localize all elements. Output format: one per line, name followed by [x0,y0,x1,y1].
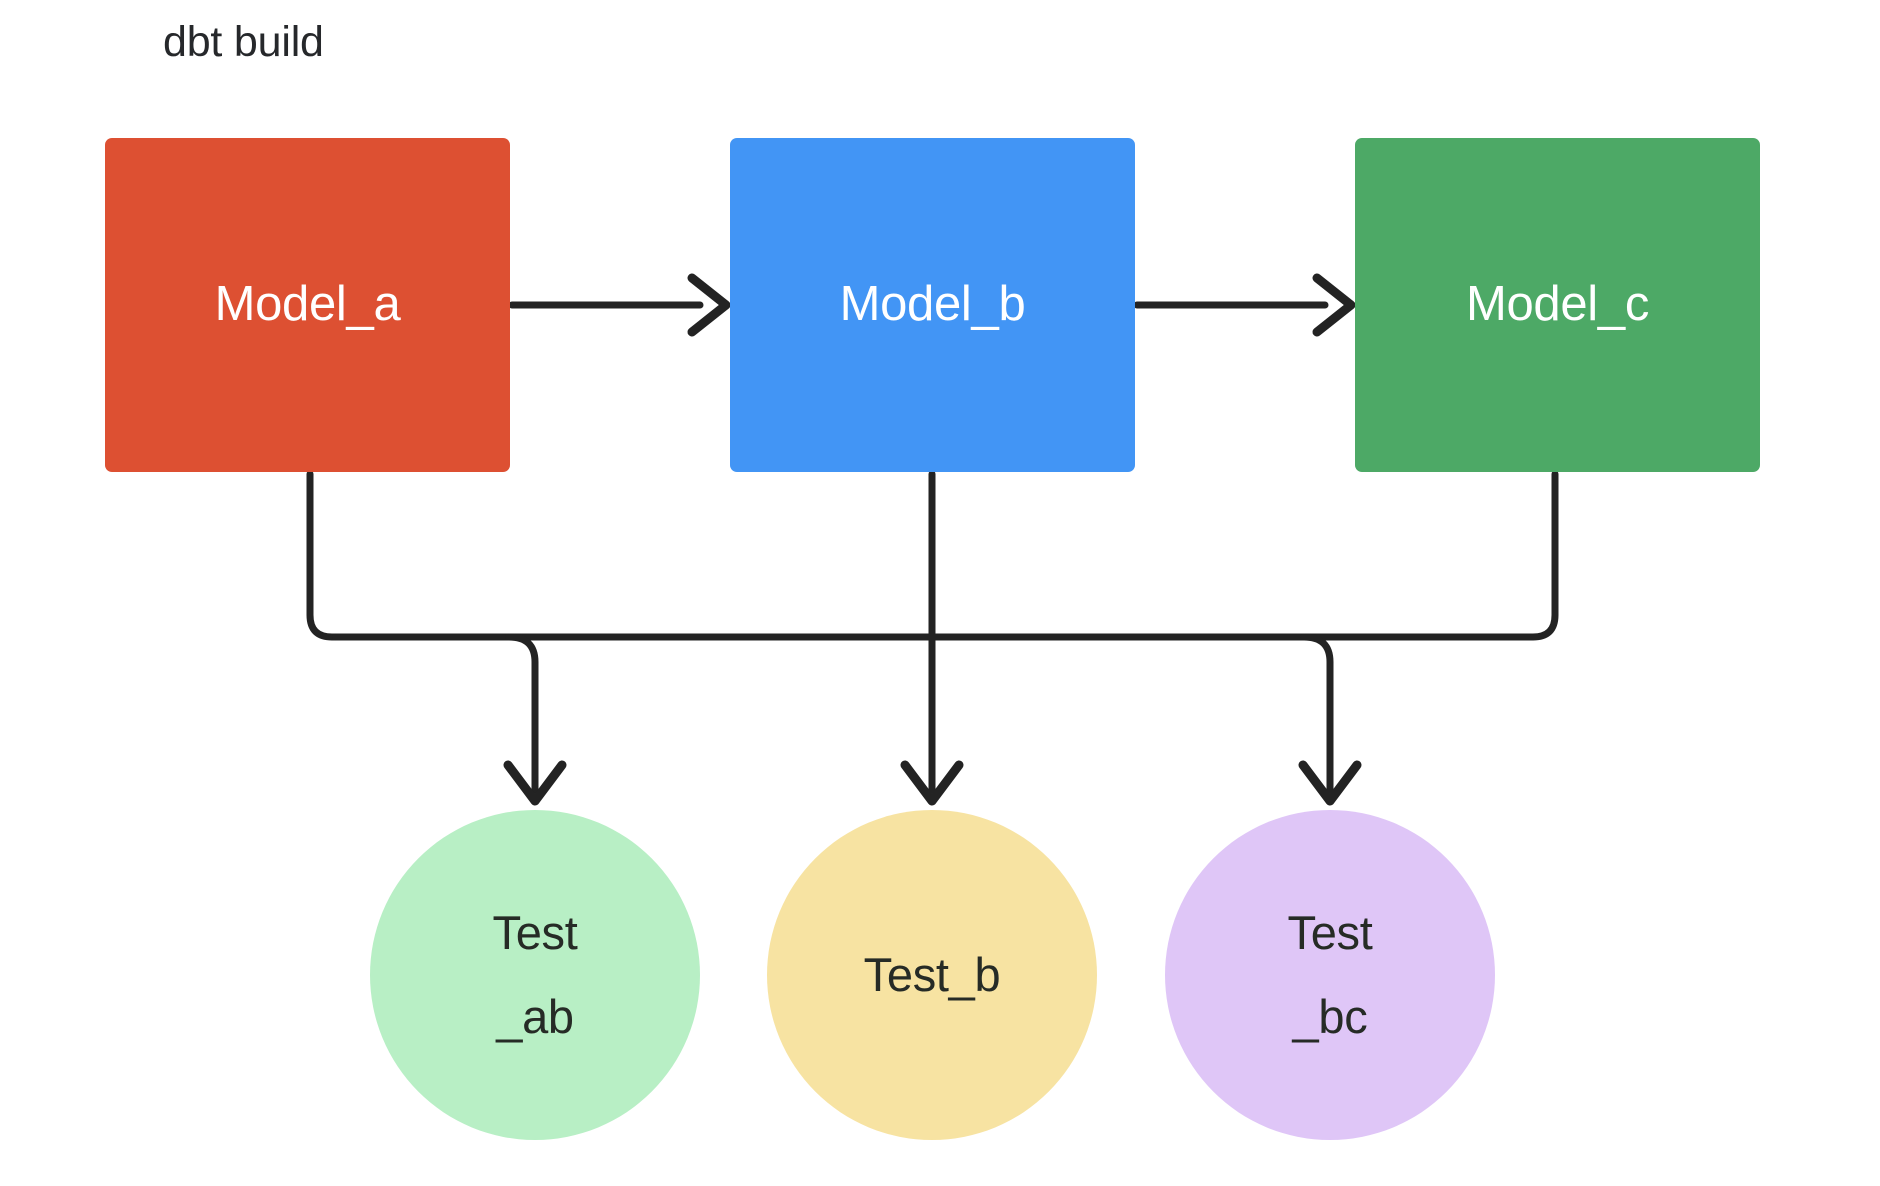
node-test-ab[interactable]: Test _ab [370,810,700,1140]
node-test-b-label: Test_b [863,948,1001,1002]
edge-model-a-to-bus [306,470,1534,641]
node-model-b[interactable]: Model_b [730,138,1135,472]
edge-model-b-to-test-b [900,470,964,806]
edge-bus-to-test-ab [503,633,567,806]
edge-model-c-to-bus [332,470,1559,641]
node-model-a-label: Model_a [214,277,401,332]
node-test-b[interactable]: Test_b [767,810,1097,1140]
node-model-c[interactable]: Model_c [1355,138,1760,472]
node-test-bc[interactable]: Test _bc [1165,810,1495,1140]
node-test-bc-label: Test _bc [1287,906,1373,1043]
node-test-ab-label: Test _ab [492,906,578,1043]
edge-model-b-to-model-c [1133,273,1356,337]
page-title: dbt build [163,18,324,66]
edge-model-a-to-model-b [508,273,731,337]
node-model-c-label: Model_c [1465,277,1650,332]
node-model-b-label: Model_b [839,277,1026,332]
node-model-a[interactable]: Model_a [105,138,510,472]
edge-bus-to-test-bc [1298,633,1362,806]
